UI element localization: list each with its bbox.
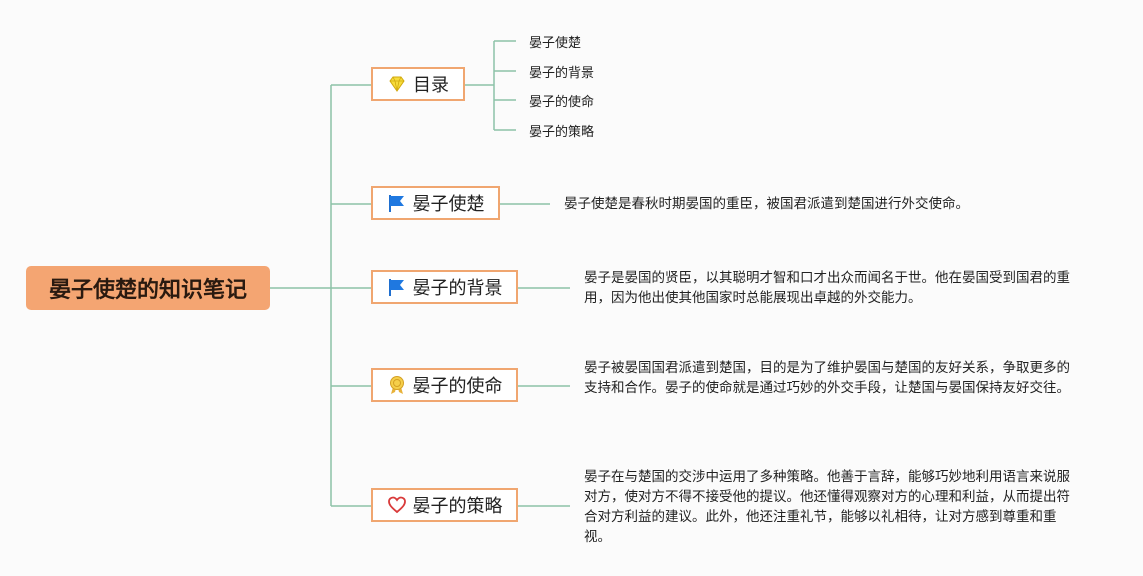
flag-icon <box>387 277 407 297</box>
branch-mission[interactable]: 晏子的使命 <box>371 368 518 402</box>
branch-label: 晏子的使命 <box>412 376 503 397</box>
branch-label: 晏子的策略 <box>412 496 503 517</box>
award-ribbon-icon <box>387 375 407 395</box>
note-chushi[interactable]: 晏子使楚是春秋时期晏国的重臣，被国君派遣到楚国进行外交使命。 <box>564 196 969 212</box>
branch-strategy[interactable]: 晏子的策略 <box>371 488 518 522</box>
note-mission[interactable]: 晏子被晏国国君派遣到楚国，目的是为了维护晏国与楚国的友好关系，争取更多的支持和合… <box>584 360 1070 396</box>
toc-item[interactable]: 晏子使楚 <box>529 36 582 51</box>
flag-icon <box>387 193 407 213</box>
diamond-icon <box>387 74 407 94</box>
note-background[interactable]: 晏子是晏国的贤臣，以其聪明才智和口才出众而闻名于世。他在晏国受到国君的重用，因为… <box>584 270 1070 306</box>
branch-chushi[interactable]: 晏子使楚 <box>371 186 500 220</box>
toc-item[interactable]: 晏子的使命 <box>529 95 595 110</box>
branch-label: 晏子的背景 <box>412 278 503 299</box>
root-title: 晏子使楚的知识笔记 <box>48 278 247 303</box>
root-topic[interactable]: 晏子使楚的知识笔记 <box>26 266 270 310</box>
note-strategy[interactable]: 晏子在与楚国的交涉中运用了多种策略。他善于言辞，能够巧妙地利用语言来说服对方，使… <box>584 469 1070 545</box>
branch-background[interactable]: 晏子的背景 <box>371 270 518 304</box>
branch-toc[interactable]: 目录 <box>371 67 465 101</box>
toc-item[interactable]: 晏子的背景 <box>529 66 595 81</box>
branch-label: 晏子使楚 <box>412 194 485 215</box>
heart-icon <box>387 495 407 515</box>
branch-label: 目录 <box>413 75 449 96</box>
toc-item[interactable]: 晏子的策略 <box>529 125 595 140</box>
